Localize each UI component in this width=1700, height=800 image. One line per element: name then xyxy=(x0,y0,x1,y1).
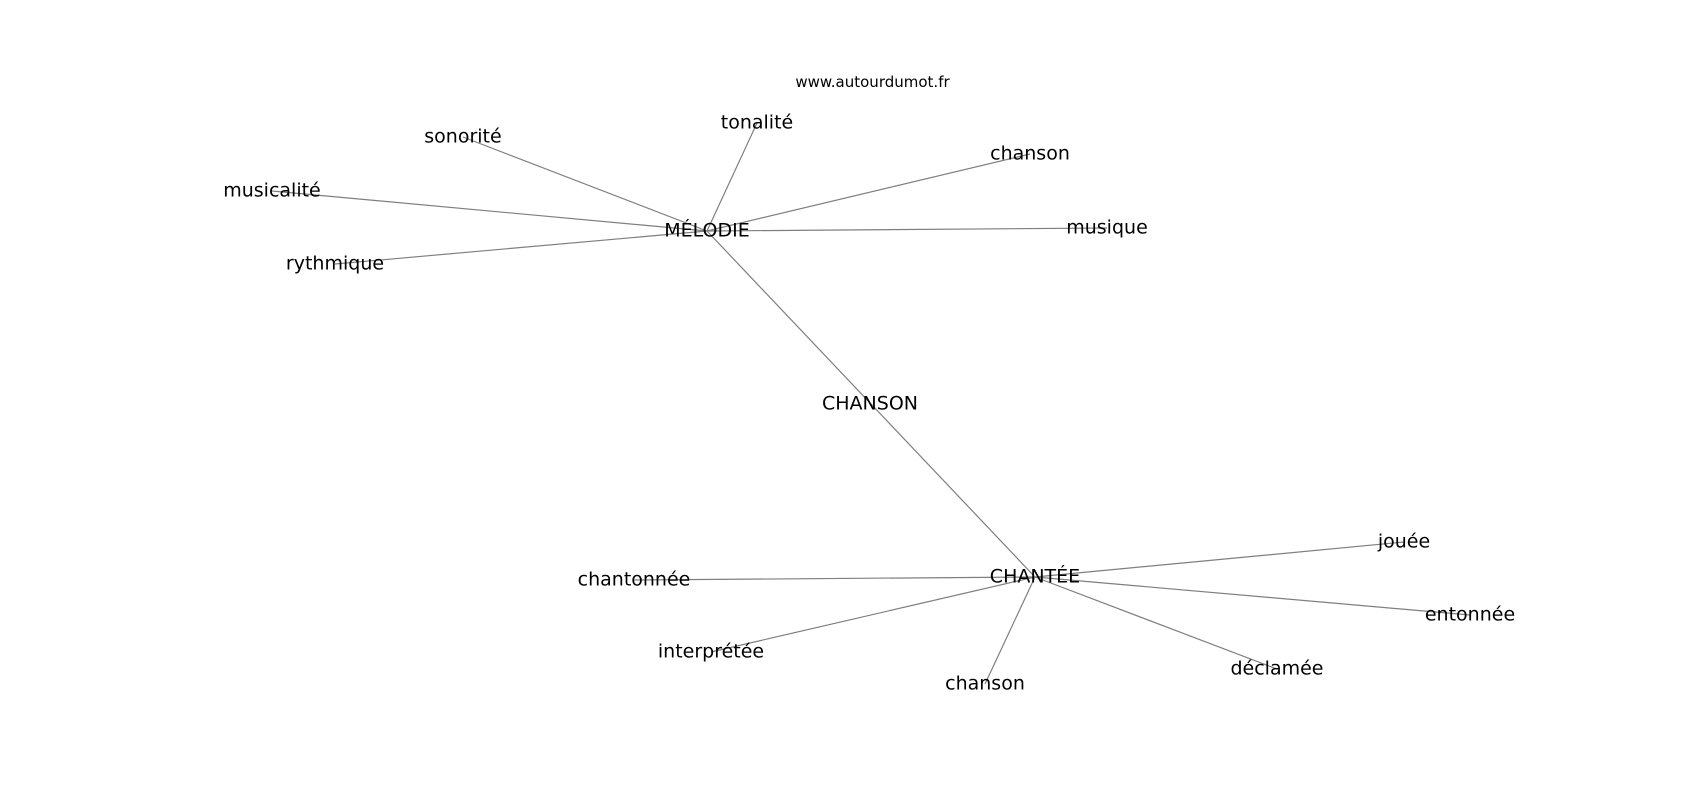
edge-chantee-interpretee xyxy=(710,576,1036,653)
leaf-node-chanson_m: chanson xyxy=(990,143,1070,165)
leaf-node-chantonnee: chantonnée xyxy=(578,569,691,591)
edge-chantee-chanson_c xyxy=(984,576,1036,685)
graph-edges xyxy=(271,122,1471,685)
hub-node-melodie: MÉLODIE xyxy=(664,219,750,242)
leaf-node-musicalite: musicalité xyxy=(223,180,321,202)
leaf-node-rythmique: rythmique xyxy=(286,253,384,275)
leaf-node-musique: musique xyxy=(1066,217,1148,239)
edge-melodie-rythmique xyxy=(334,230,708,265)
edge-chantee-declamee xyxy=(1034,576,1278,670)
edge-melodie-musique xyxy=(706,227,1108,232)
source-watermark: www.autourdumot.fr xyxy=(795,73,950,91)
edge-melodie-chantee xyxy=(706,230,1036,578)
edge-melodie-chanson_m xyxy=(706,153,1031,232)
center-word-label: CHANSON xyxy=(822,393,918,415)
edge-melodie-sonorite xyxy=(462,136,708,232)
leaf-node-sonorite: sonorité xyxy=(424,126,501,148)
leaf-node-entonnee: entonnée xyxy=(1425,604,1515,626)
edge-chantee-entonnee xyxy=(1034,576,1471,616)
edge-chantee-chantonnee xyxy=(633,576,1036,581)
edge-melodie-tonalite xyxy=(706,122,758,232)
graph-labels: CHANSON MÉLODIE CHANTÉE tonalité sonorité cha… xyxy=(223,112,1515,695)
edge-melodie-musicalite xyxy=(271,190,708,232)
hub-node-chantee: CHANTÉE xyxy=(990,565,1080,588)
edge-chantee-jouee xyxy=(1034,541,1405,578)
leaf-node-interpretee: interprétée xyxy=(658,641,764,663)
leaf-node-declamee: déclamée xyxy=(1230,658,1323,680)
leaf-node-chanson_c: chanson xyxy=(945,673,1025,695)
leaf-node-tonalite: tonalité xyxy=(721,112,793,134)
leaf-node-jouee: jouée xyxy=(1377,531,1430,553)
